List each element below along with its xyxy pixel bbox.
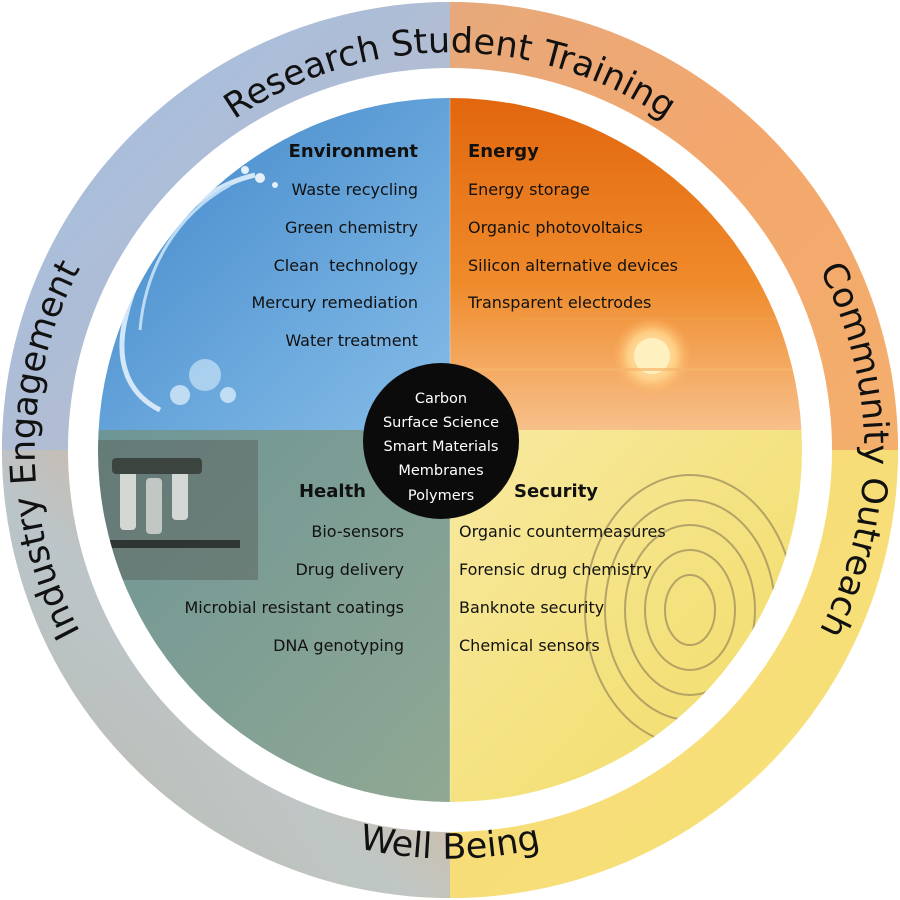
hub-item: Smart Materials (384, 439, 499, 455)
health-item: Bio-sensors (311, 522, 404, 541)
sunset-icon (450, 316, 802, 396)
security-item: Forensic drug chemistry (459, 560, 652, 579)
health-item: Microbial resistant coatings (184, 598, 404, 617)
microscope-icon (98, 440, 258, 580)
energy-item: Transparent electrodes (467, 293, 651, 312)
energy-title: Energy (468, 141, 539, 162)
health-item: Drug delivery (295, 560, 404, 579)
security-item: Banknote security (459, 598, 604, 617)
health-title: Health (299, 481, 366, 502)
environment-item: Mercury remediation (252, 293, 419, 312)
hub-item: Membranes (398, 463, 483, 479)
security-item: Organic countermeasures (459, 522, 666, 541)
energy-item: Organic photovoltaics (468, 218, 643, 237)
health-item: DNA genotyping (273, 636, 404, 655)
security-item: Chemical sensors (459, 636, 600, 655)
hub-item: Carbon (415, 391, 467, 407)
energy-item: Silicon alternative devices (468, 256, 678, 275)
hub-circle (363, 363, 519, 519)
hub-item: Surface Science (383, 415, 499, 431)
environment-title: Environment (289, 141, 419, 162)
security-title: Security (514, 481, 598, 502)
energy-item: Energy storage (468, 180, 590, 199)
environment-item: Clean technology (274, 256, 418, 275)
environment-item: Water treatment (285, 331, 418, 350)
hub-item: Polymers (408, 488, 474, 504)
environment-item: Green chemistry (285, 218, 418, 237)
environment-item: Waste recycling (292, 180, 418, 199)
